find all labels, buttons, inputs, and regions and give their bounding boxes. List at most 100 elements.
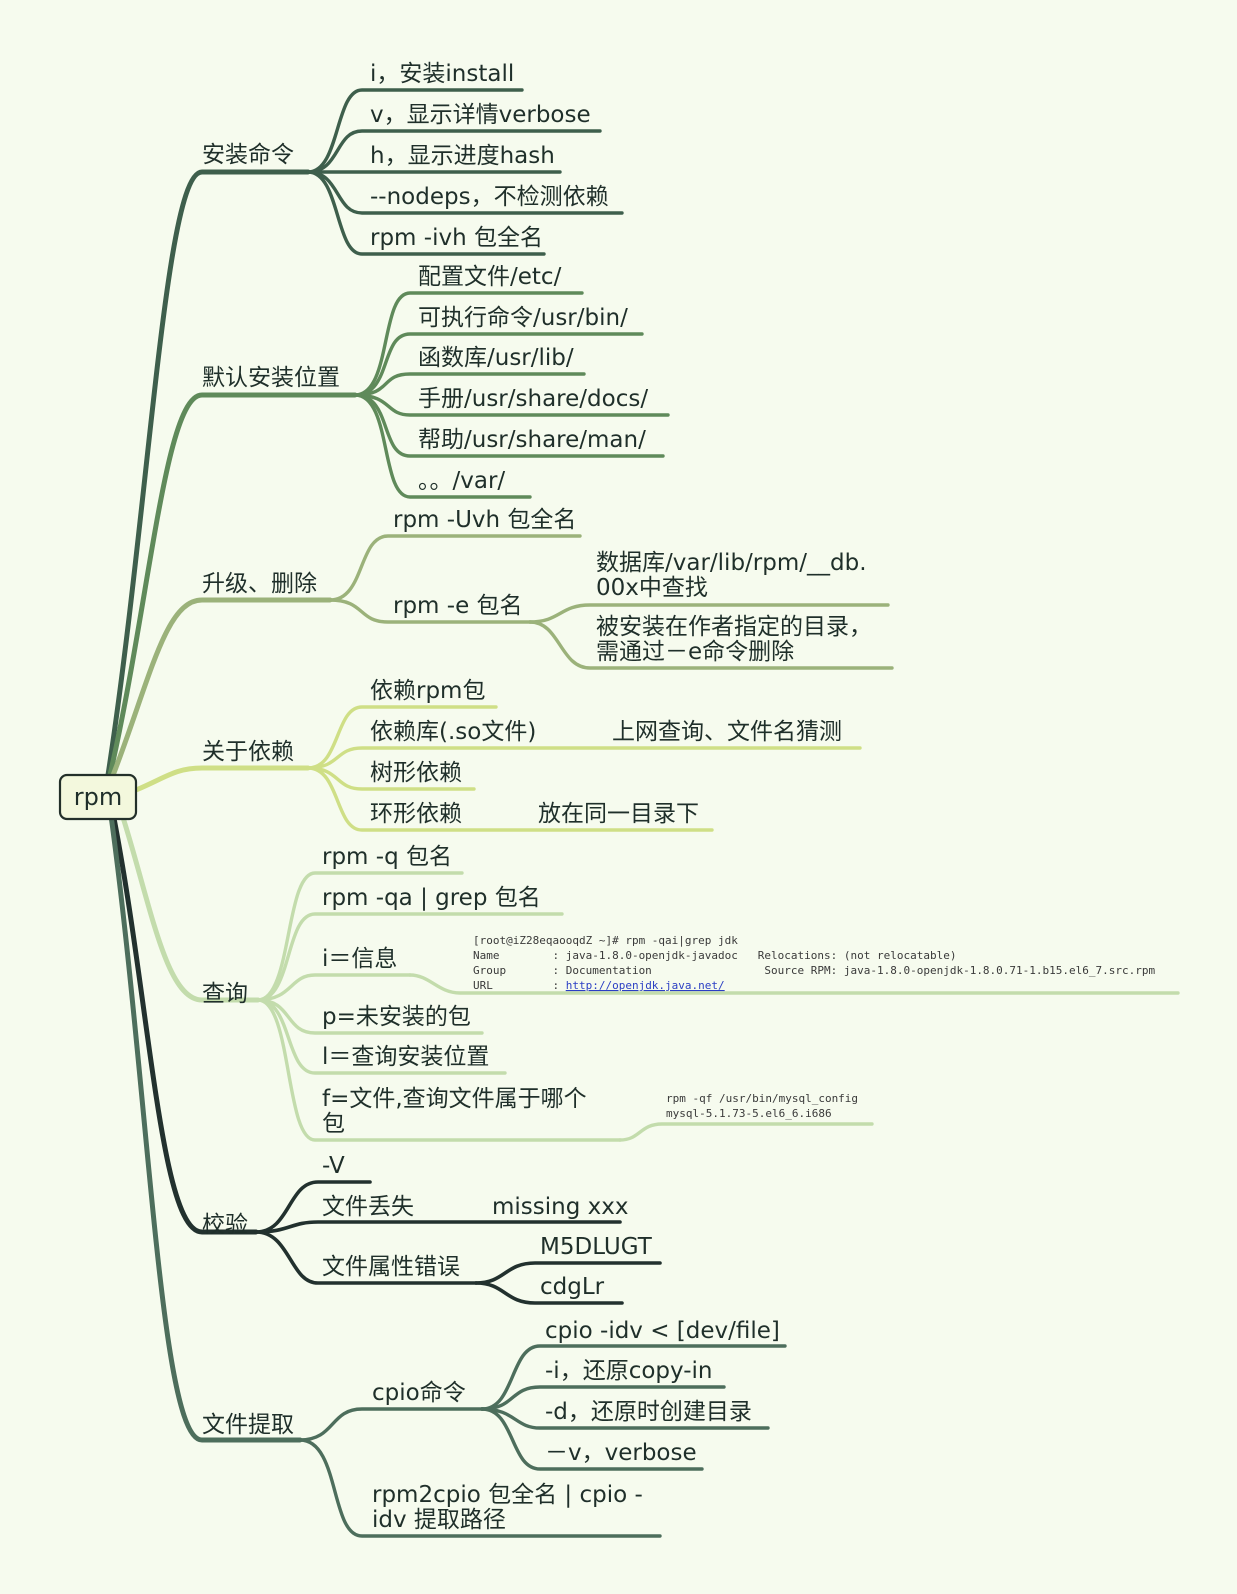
node-verify[interactable]: 校验 <box>202 1212 248 1238</box>
trunk-dependency <box>133 765 311 793</box>
connector <box>328 598 532 624</box>
leaf-location-var[interactable]: 。。/var/ <box>418 468 505 494</box>
root-node-label: rpm <box>74 783 122 811</box>
branch-install: 安装命令 i，安装install v，显示详情verbose h，显示进度has… <box>202 61 624 256</box>
leaf-cpio-i[interactable]: -i，还原copy-in <box>545 1358 712 1384</box>
terminal-qai-line3: Group : Documentation Source RPM: java-1… <box>473 964 1156 977</box>
leaf-query-q[interactable]: rpm -q 包名 <box>322 844 452 870</box>
trunk-lines <box>105 169 358 1443</box>
connector <box>353 393 532 499</box>
leaf-location-man[interactable]: 帮助/usr/share/man/ <box>418 427 646 453</box>
terminal-qai-line1: [root@iZ28eqaooqdZ ~]# rpm -qai|grep jdk <box>473 934 738 947</box>
connector <box>256 912 564 1002</box>
trunk-upgrade <box>109 597 333 781</box>
connector <box>306 766 714 832</box>
leaf-verify-missing[interactable]: 文件丢失 <box>322 1194 414 1220</box>
leaf-location-lib[interactable]: 函数库/usr/lib/ <box>418 345 574 371</box>
connector <box>353 332 644 397</box>
connector <box>353 291 584 397</box>
leaf-upgrade-uvh[interactable]: rpm -Uvh 包全名 <box>393 507 576 533</box>
terminal-url-link[interactable]: http://openjdk.java.net/ <box>566 979 725 992</box>
connector <box>480 1344 787 1411</box>
node-dependency[interactable]: 关于依赖 <box>202 739 294 765</box>
connector <box>480 1407 704 1471</box>
connector <box>306 705 498 770</box>
trunk-verify <box>109 805 259 1235</box>
leaf-install-nodeps[interactable]: --nodeps，不检测依赖 <box>370 184 609 210</box>
leaf-dep-tree[interactable]: 树形依赖 <box>370 760 462 786</box>
connector <box>474 1281 624 1305</box>
node-query[interactable]: 查询 <box>202 981 248 1007</box>
connector <box>306 170 546 256</box>
leaf-cpio-d[interactable]: -d，还原时创建目录 <box>545 1399 752 1425</box>
leaf-rpm2cpio-line2: idv 提取路径 <box>372 1507 506 1533</box>
leaf-dep-ring-note[interactable]: 放在同一目录下 <box>538 801 699 827</box>
leaf-verify-attr[interactable]: 文件属性错误 <box>322 1254 460 1280</box>
connector <box>328 534 582 602</box>
leaf-query-f-line2: 包 <box>322 1111 345 1137</box>
leaf-install-i[interactable]: i，安装install <box>370 61 514 87</box>
branch-upgrade: 升级、删除 rpm -Uvh 包全名 rpm -e 包名 数据库/var/lib… <box>202 507 894 670</box>
leaf-dep-so[interactable]: 依赖库(.so文件) <box>370 719 536 745</box>
leaf-location-docs[interactable]: 手册/usr/share/docs/ <box>418 386 648 412</box>
leaf-verify-missing-note[interactable]: missing xxx <box>492 1194 628 1220</box>
terminal-qai-line4: URL : http://openjdk.java.net/ <box>473 979 725 992</box>
connector <box>528 603 890 624</box>
connector <box>528 620 894 670</box>
connector <box>306 88 524 174</box>
trunk-query <box>117 805 261 1003</box>
leaf-cpio-idv[interactable]: cpio -idv < [dev/file] <box>545 1318 780 1344</box>
terminal-qai-output: [root@iZ28eqaooqdZ ~]# rpm -qai|grep jdk… <box>473 934 1156 992</box>
node-extract[interactable]: 文件提取 <box>202 1412 294 1438</box>
leaf-query-f[interactable]: f=文件,查询文件属于哪个 包 <box>322 1086 594 1137</box>
connector <box>256 998 622 1142</box>
connector <box>408 973 1180 995</box>
leaf-query-qa[interactable]: rpm -qa | grep 包名 <box>322 885 541 911</box>
connector <box>618 1122 874 1142</box>
trunk-extract <box>107 805 303 1443</box>
connector <box>254 1220 622 1234</box>
node-upgrade[interactable]: 升级、删除 <box>202 571 317 597</box>
branch-query: 查询 rpm -q 包名 rpm -qa | grep 包名 i＝信息 [roo… <box>202 844 1180 1142</box>
leaf-verify-cdglr[interactable]: cdgLr <box>540 1274 605 1300</box>
node-location[interactable]: 默认安装位置 <box>202 365 340 391</box>
trunk-install <box>105 169 311 778</box>
leaf-install-ivh[interactable]: rpm -ivh 包全名 <box>370 225 543 251</box>
leaf-dep-so-note[interactable]: 上网查询、文件名猜测 <box>612 719 842 745</box>
leaf-erase-db[interactable]: 数据库/var/lib/rpm/__db. 00x中查找 <box>596 550 874 601</box>
leaf-dep-ring[interactable]: 环形依赖 <box>370 801 462 827</box>
leaf-location-etc[interactable]: 配置文件/etc/ <box>418 264 562 290</box>
connector <box>306 129 602 174</box>
leaf-rpm2cpio-line1: rpm2cpio 包全名 | cpio - <box>372 1482 643 1508</box>
connector <box>298 1438 662 1538</box>
terminal-qf-line1: rpm -qf /usr/bin/mysql_config <box>666 1092 858 1105</box>
leaf-verify-m5dlugt[interactable]: M5DLUGT <box>540 1234 653 1260</box>
connector <box>254 1180 372 1234</box>
leaf-erase-dir[interactable]: 被安装在作者指定的目录， 需通过－e命令删除 <box>596 614 879 665</box>
leaf-cpio-v[interactable]: －v，verbose <box>545 1440 697 1466</box>
branch-dependency: 关于依赖 依赖rpm包 依赖库(.so文件) 上网查询、文件名猜测 树形依赖 环… <box>202 678 862 832</box>
leaf-query-l[interactable]: l＝查询安装位置 <box>322 1044 489 1070</box>
terminal-qf-line2: mysql-5.1.73-5.el6_6.i686 <box>666 1107 832 1120</box>
leaf-extract-cpio[interactable]: cpio命令 <box>372 1380 466 1406</box>
branch-extract: 文件提取 cpio命令 cpio -idv < [dev/file] -i，还原… <box>202 1318 787 1538</box>
leaf-upgrade-erase[interactable]: rpm -e 包名 <box>393 593 523 619</box>
leaf-query-p[interactable]: p=未安装的包 <box>322 1004 471 1030</box>
leaf-extract-rpm2cpio[interactable]: rpm2cpio 包全名 | cpio - idv 提取路径 <box>372 1482 650 1533</box>
leaf-dep-rpm[interactable]: 依赖rpm包 <box>370 678 485 704</box>
root-node[interactable]: rpm <box>58 773 138 821</box>
connector <box>298 1407 484 1442</box>
leaf-query-f-line1: f=文件,查询文件属于哪个 <box>322 1086 587 1112</box>
leaf-location-bin[interactable]: 可执行命令/usr/bin/ <box>418 305 628 331</box>
leaf-install-h[interactable]: h，显示进度hash <box>370 143 555 169</box>
node-install[interactable]: 安装命令 <box>202 142 294 168</box>
leaf-erase-dir-line2: 需通过－e命令删除 <box>596 639 794 665</box>
leaf-erase-dir-line1: 被安装在作者指定的目录， <box>596 614 872 640</box>
leaf-query-info[interactable]: i＝信息 <box>322 946 397 972</box>
trunk-location <box>107 392 358 778</box>
leaf-install-v[interactable]: v，显示详情verbose <box>370 102 591 128</box>
terminal-qai-line2: Name : java-1.8.0-openjdk-javadoc Reloca… <box>473 949 956 962</box>
leaf-verify-V[interactable]: -V <box>322 1153 345 1179</box>
leaf-erase-db-line2: 00x中查找 <box>596 575 708 601</box>
